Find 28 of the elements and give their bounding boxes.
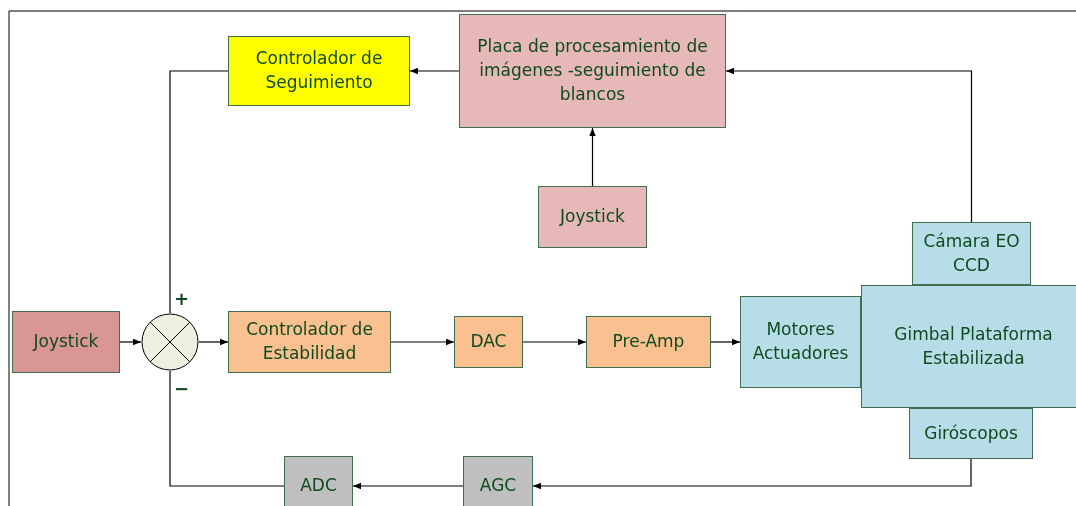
arrow (390, 338, 455, 346)
gyroscope-box: Giróscopos (909, 408, 1033, 459)
amplifier-box: Pre-Amp (586, 316, 711, 368)
gain-control-box: AGC (463, 456, 533, 506)
motor-box: Motores Actuadores (740, 296, 861, 388)
plus-sign: + (174, 290, 190, 308)
arrow (589, 127, 596, 187)
gimbal-box: Gimbal Plataforma Estabilizada (861, 285, 1076, 408)
joystick-box: Joystick (12, 311, 120, 373)
converter-box: ADC (284, 456, 353, 506)
summing-junction (141, 313, 199, 371)
minus-sign: − (174, 380, 190, 398)
arrow (725, 67, 973, 223)
arrow (198, 338, 229, 346)
processing-board-box: Placa de procesamiento de imágenes -seguimiento de blancos (459, 14, 726, 128)
camera-box: Cámara EO CCD (912, 222, 1031, 285)
arrow (522, 338, 587, 346)
arrow (532, 458, 972, 490)
converter-box: DAC (454, 316, 523, 368)
arrow (352, 482, 464, 490)
connector-line (169, 370, 285, 487)
joystick-box: Joystick (538, 186, 647, 248)
arrow (409, 67, 460, 75)
connector-line (169, 70, 229, 314)
controller-box: Controlador de Estabilidad (228, 311, 391, 373)
arrow (119, 338, 142, 346)
controller-box: Controlador de Seguimiento (228, 36, 410, 106)
arrow (710, 338, 741, 346)
